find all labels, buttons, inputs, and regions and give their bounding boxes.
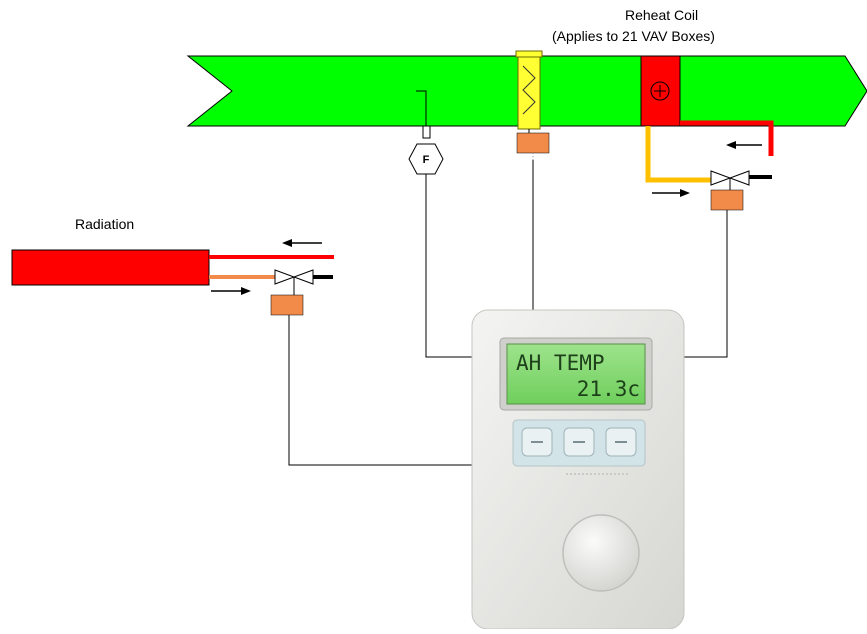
thermostat-button-right[interactable] (605, 427, 637, 457)
flow-signal-line (425, 174, 472, 358)
thermostat-dial[interactable] (562, 514, 640, 592)
radiation-valve (274, 269, 314, 295)
reheat-valve (710, 170, 750, 190)
coil-plus-icon (650, 81, 670, 101)
radiation-supply-arrow (211, 287, 251, 295)
display-line-2: 21.3c (577, 377, 640, 401)
flow-station: F (408, 90, 444, 175)
radiation-unit (11, 249, 210, 286)
display-line-1: AH TEMP (516, 351, 605, 375)
reheat-return-pipe (680, 120, 774, 156)
reheat-supply-arrow (652, 189, 690, 197)
reheat-return-arrow (726, 141, 762, 149)
reheat-supply-pipe (645, 126, 715, 183)
flow-station-label: F (423, 154, 430, 166)
radiation-signal-line (288, 315, 472, 466)
duct-filter (515, 50, 543, 133)
radiation-valve-actuator (270, 294, 304, 316)
reheat-signal-line (684, 210, 728, 358)
reheat-coil (640, 55, 681, 127)
radiation-label: Radiation (75, 216, 135, 232)
filter-actuator (516, 132, 550, 154)
thermostat-button-middle[interactable] (563, 427, 595, 457)
reheat-coil-title: Reheat Coil (625, 7, 699, 23)
thermostat-button-left[interactable] (521, 427, 553, 457)
thermostat-display (506, 343, 646, 405)
thermostat: AH TEMP 21.3c (471, 309, 685, 630)
radiation-return-arrow (282, 239, 322, 247)
reheat-coil-scope: (Applies to 21 VAV Boxes) (552, 28, 715, 44)
reheat-valve-actuator (710, 189, 744, 211)
